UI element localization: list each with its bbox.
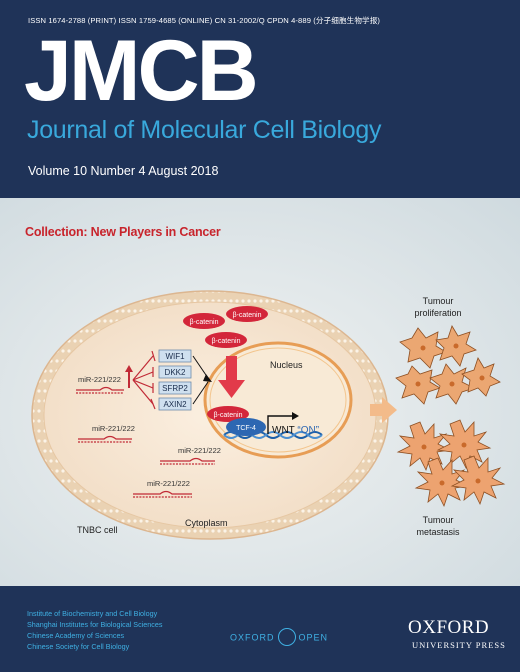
beta-catenin-1: [183, 313, 225, 329]
svg-text:proliferation: proliferation: [414, 308, 461, 318]
svg-text:Tumour: Tumour: [423, 296, 454, 306]
metastatic-cells: [396, 419, 506, 508]
svg-text:miR-221/222: miR-221/222: [92, 424, 135, 433]
issue-info: Volume 10 Number 4 August 2018: [28, 164, 219, 178]
institution-4: Chinese Society for Cell Biology: [27, 642, 130, 651]
journal-title: Journal of Molecular Cell Biology: [27, 116, 382, 144]
svg-text:β-catenin: β-catenin: [190, 319, 219, 326]
issn-line: ISSN 1674-2788 (PRINT) ISSN 1759-4685 (O…: [28, 16, 381, 25]
mirna-3: miR-221/222: [160, 446, 221, 465]
svg-text:SFRP2: SFRP2: [162, 384, 188, 393]
publisher-name: OXFORD: [408, 617, 490, 638]
svg-text:WIF1: WIF1: [165, 352, 185, 361]
wnt-on-label: WNT “ON”: [272, 425, 319, 436]
institution-1: Institute of Biochemistry and Cell Biolo…: [27, 609, 158, 618]
svg-text:β-catenin: β-catenin: [214, 412, 243, 419]
translocation-arrow: [226, 356, 237, 382]
cytoplasm-label: Cytoplasm: [185, 518, 228, 528]
svg-text:Tumour: Tumour: [423, 515, 454, 525]
inhibition-lines: [132, 350, 156, 410]
svg-text:TCF-4: TCF-4: [236, 425, 256, 432]
beta-catenin-3: [205, 332, 247, 348]
collection-title: Collection: New Players in Cancer: [25, 225, 221, 239]
outcome-arrow: [370, 397, 397, 423]
journal-logo: JMCB: [24, 23, 259, 119]
tcf4: [226, 418, 266, 436]
beta-catenin-nuclear: [207, 406, 249, 422]
svg-text:DKK2: DKK2: [165, 368, 186, 377]
cover-header: ISSN 1674-2788 (PRINT) ISSN 1759-4685 (O…: [0, 0, 520, 198]
target-genes: WIF1 DKK2 SFRP2 AXIN2: [158, 349, 192, 411]
svg-text:miR-221/222: miR-221/222: [178, 446, 221, 455]
beta-catenin-2: [226, 306, 268, 322]
mirna-1: miR-221/222: [76, 375, 124, 394]
svg-text:miR-221/222: miR-221/222: [78, 375, 121, 384]
svg-text:β-catenin: β-catenin: [233, 312, 262, 319]
svg-text:β-catenin: β-catenin: [212, 338, 241, 345]
svg-text:metastasis: metastasis: [416, 527, 460, 537]
oxford-open-icon: [277, 628, 296, 646]
cover-footer: Institute of Biochemistry and Cell Biolo…: [0, 586, 520, 672]
tnbc-label: TNBC cell: [77, 525, 118, 535]
svg-text:AXIN2: AXIN2: [163, 400, 187, 409]
publisher-subtitle: UNIVERSITY PRESS: [412, 640, 506, 650]
mirna-4: miR-221/222: [133, 479, 192, 498]
institution-2: Shanghai Institutes for Biological Scien…: [27, 620, 163, 629]
nucleus-label: Nucleus: [270, 360, 303, 370]
mirna-2: miR-221/222: [78, 424, 135, 443]
institution-3: Chinese Academy of Sciences: [27, 631, 125, 640]
proliferating-cells: [395, 325, 501, 405]
cover-artwork: Collection: New Players in Cancer Nucleu…: [0, 198, 520, 586]
cell-diagram: Nucleus β-catenin β-catenin β-catenin β-…: [31, 290, 506, 540]
svg-text:miR-221/222: miR-221/222: [147, 479, 190, 488]
